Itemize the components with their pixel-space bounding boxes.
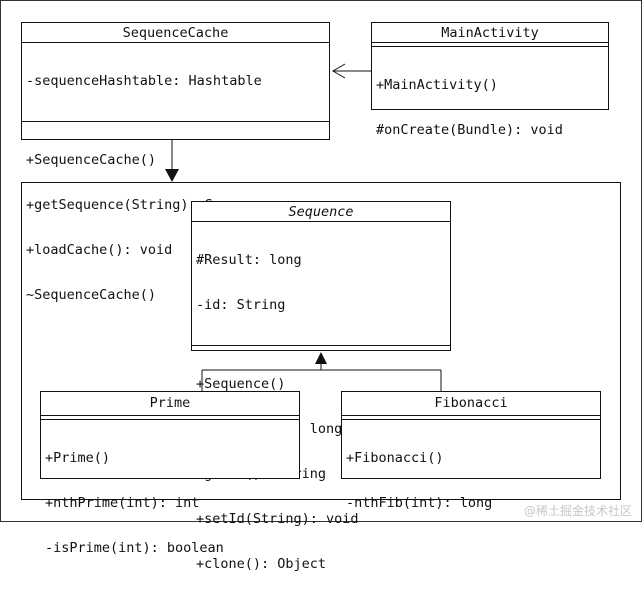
attributes: #Result: long -id: String xyxy=(192,222,450,346)
attributes xyxy=(41,416,299,420)
attribute: -id: String xyxy=(196,297,286,313)
sequence-package-box xyxy=(21,182,621,500)
dependency-arrowhead xyxy=(332,63,346,79)
method: +Sequence() xyxy=(196,376,286,392)
class-name: Sequence xyxy=(192,202,450,222)
class-prime: Prime +Prime() +nthPrime(int): int -isPr… xyxy=(40,391,300,556)
association-arrowhead xyxy=(165,169,179,182)
methods: +MainActivity() #onCreate(Bundle): void xyxy=(372,47,608,170)
method: +MainActivity() xyxy=(376,77,498,93)
watermark-text: @稀土掘金技术社区 xyxy=(523,504,632,518)
class-name: MainActivity xyxy=(372,23,608,43)
methods: +Prime() +nthPrime(int): int -isPrime(in… xyxy=(41,420,299,588)
generalization-arrowhead xyxy=(315,352,327,364)
method: +nthPrime(int): int xyxy=(45,495,200,511)
method: +Fibonacci() xyxy=(346,450,444,466)
class-name: Prime xyxy=(41,392,299,416)
class-sequence-cache: SequenceCache -sequenceHashtable: Hashta… xyxy=(21,22,330,303)
method: -isPrime(int): boolean xyxy=(45,540,224,556)
method: #onCreate(Bundle): void xyxy=(376,122,563,138)
method: +SequenceCache() xyxy=(26,152,157,168)
methods: +Fibonacci() -nthFib(int): long xyxy=(342,420,600,543)
class-main-activity: MainActivity +MainActivity() #onCreate(B… xyxy=(371,22,609,138)
attribute: #Result: long xyxy=(196,252,302,268)
method: -nthFib(int): long xyxy=(346,495,493,511)
method: +loadCache(): void xyxy=(26,242,173,258)
attributes: -sequenceHashtable: Hashtable xyxy=(22,43,329,122)
connectors xyxy=(165,63,442,392)
method: +Prime() xyxy=(45,450,111,466)
class-fibonacci: Fibonacci +Fibonacci() -nthFib(int): lon… xyxy=(341,391,601,511)
class-sequence: Sequence #Result: long -id: String +Sequ… xyxy=(191,201,451,572)
class-name: Fibonacci xyxy=(342,392,600,416)
method: ~SequenceCache() xyxy=(26,287,157,303)
class-name: SequenceCache xyxy=(22,23,329,43)
attribute: -sequenceHashtable: Hashtable xyxy=(26,73,262,89)
attributes xyxy=(342,416,600,420)
attributes xyxy=(372,43,608,47)
